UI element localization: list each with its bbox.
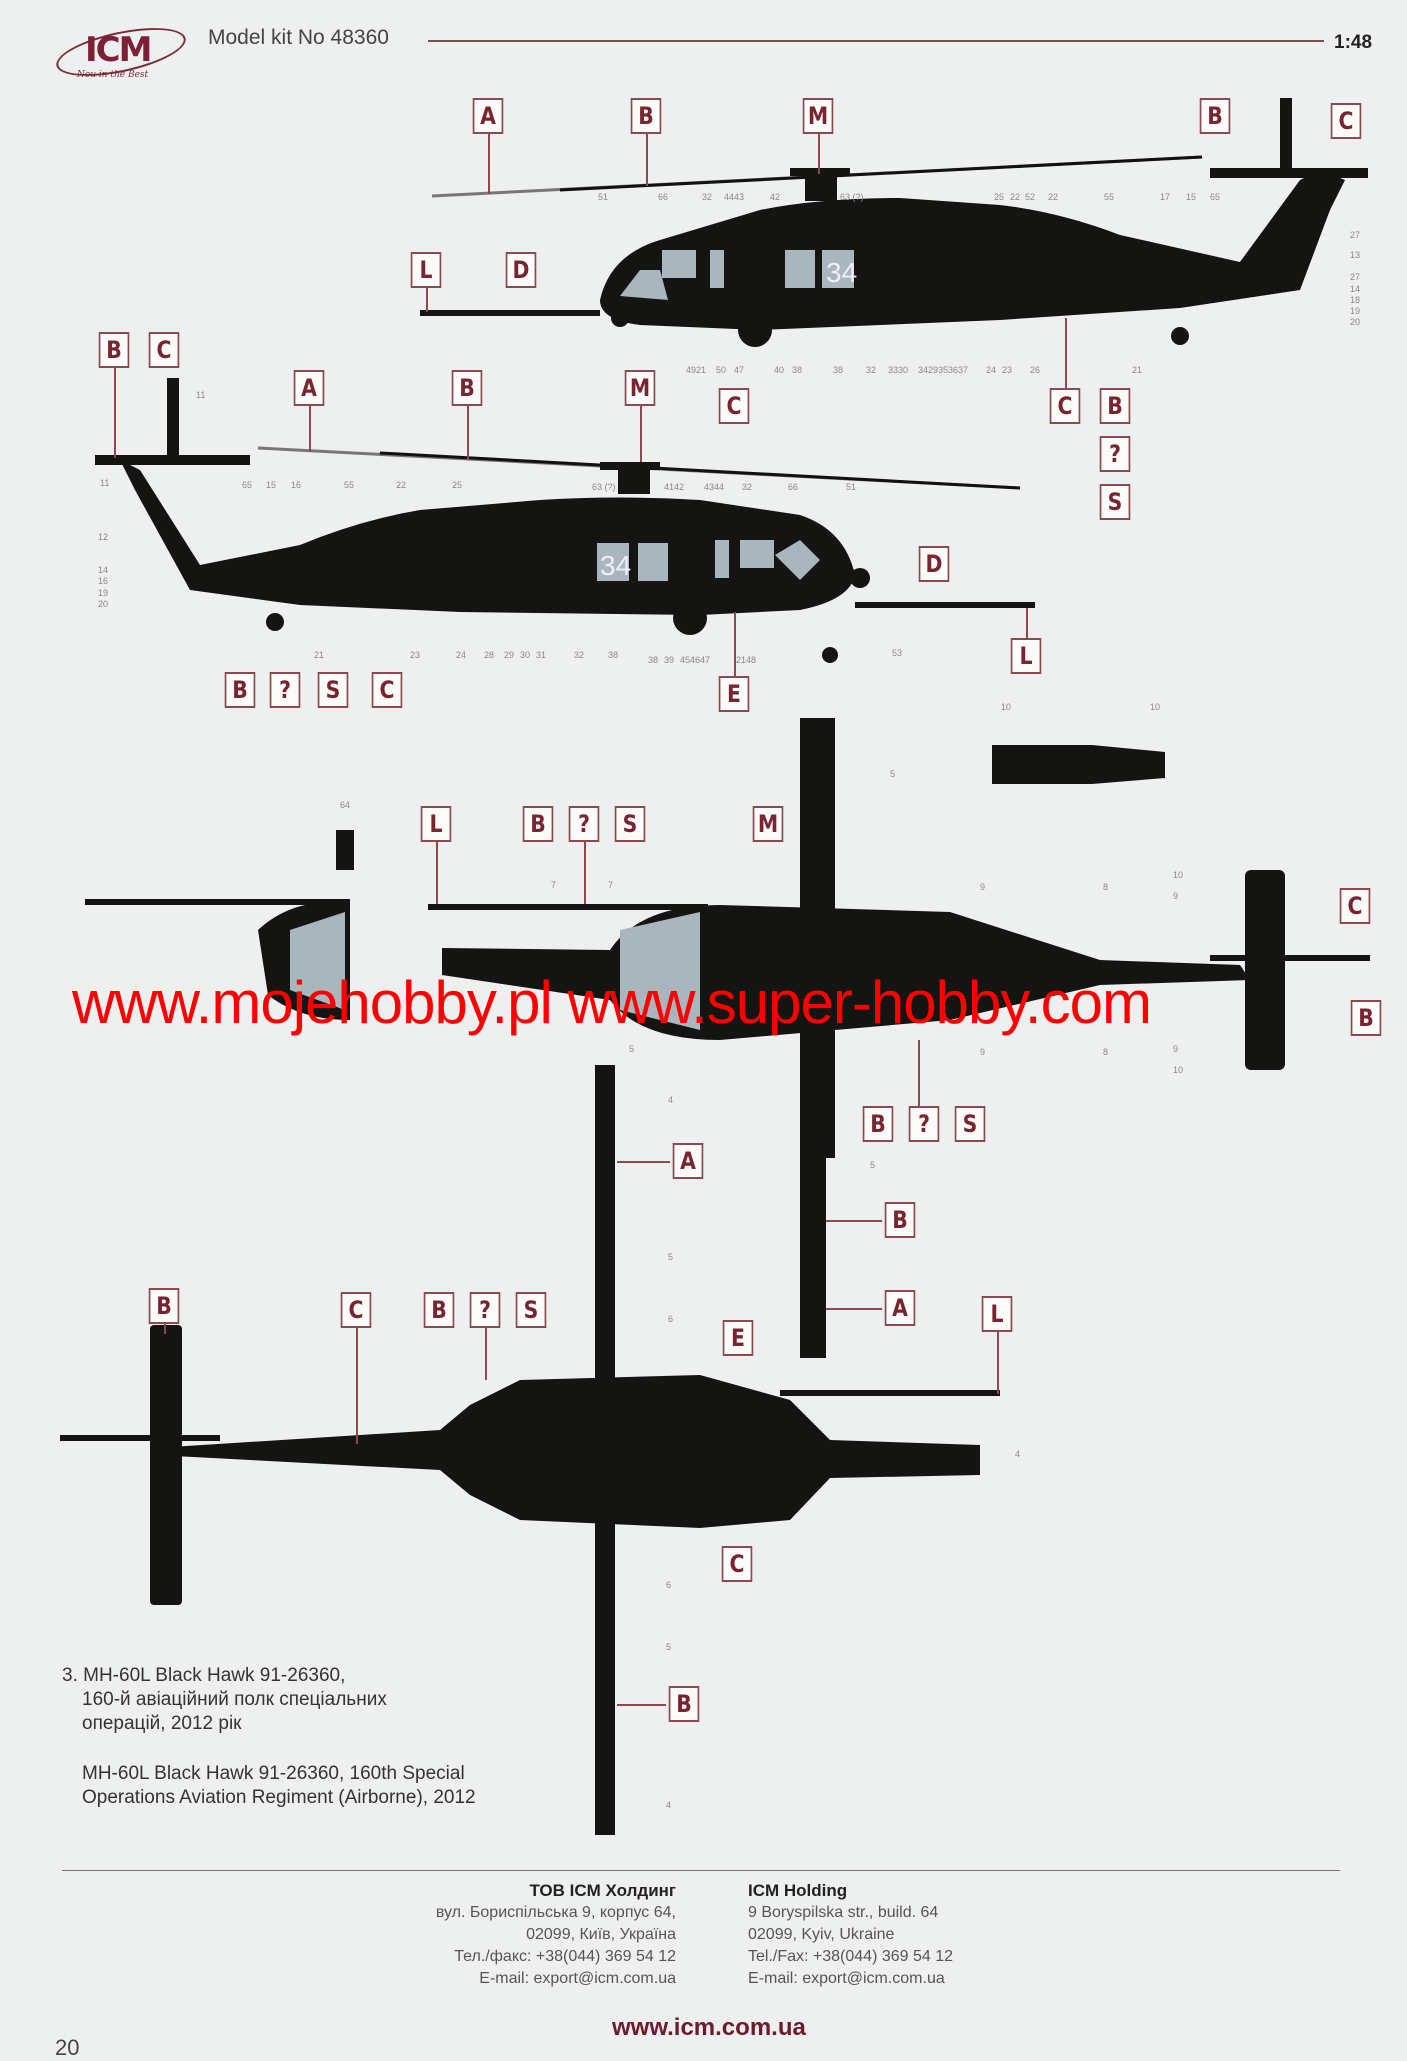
header-divider — [428, 40, 1324, 42]
callout-b-tail: B — [1199, 98, 1231, 134]
logo-text: ICM — [85, 30, 152, 70]
callout-b: B — [862, 1106, 894, 1142]
website-link[interactable]: www.icm.com.ua — [612, 2014, 806, 2041]
callout-b-tail: B — [98, 332, 130, 368]
callout-d: D — [918, 546, 950, 582]
callout-c: C — [718, 388, 750, 424]
aircraft-drawings: 34 34 — [60, 98, 1370, 1835]
footer-address-ua: ТОВ ICM Холдинг вул. Бориспільська 9, ко… — [435, 1881, 676, 1987]
callout-l: L — [981, 1296, 1013, 1332]
callout-s: S — [954, 1106, 986, 1142]
callout-b: B — [630, 98, 662, 134]
scheme-description-en: MH-60L Black Hawk 91-26360, 160th Specia… — [82, 1763, 476, 1808]
callout-d: D — [505, 252, 537, 288]
callout-a: A — [472, 98, 504, 134]
callout-b-tail: B — [1350, 1000, 1382, 1036]
callout-s: S — [317, 672, 349, 708]
kit-title: Model kit No 48360 — [208, 26, 389, 49]
callout-a: A — [672, 1143, 704, 1179]
callout-a: A — [884, 1290, 916, 1326]
callout-b: B — [1099, 388, 1131, 424]
callout-unknown: ? — [908, 1106, 940, 1142]
callout-c-tail: C — [148, 332, 180, 368]
callout-c-tail: C — [1330, 103, 1362, 139]
callout-e: E — [718, 676, 750, 712]
callout-c: C — [1049, 388, 1081, 424]
callout-l: L — [410, 252, 442, 288]
callout-b: B — [451, 370, 483, 406]
footer-divider — [62, 1870, 1340, 1871]
svg-text:34: 34 — [600, 550, 631, 581]
callout-l: L — [1010, 638, 1042, 674]
callout-b: B — [668, 1686, 700, 1722]
callout-s: S — [515, 1292, 547, 1328]
callout-c: C — [371, 672, 403, 708]
callout-unknown: ? — [1099, 436, 1131, 472]
left-side-view: 34 — [420, 98, 1368, 347]
callout-b: B — [884, 1202, 916, 1238]
callout-c-tail: C — [1339, 888, 1371, 924]
callout-l: L — [420, 806, 452, 842]
callout-c: C — [721, 1546, 753, 1582]
top-view — [85, 718, 1370, 1158]
callout-b: B — [522, 806, 554, 842]
callout-b-tail: B — [148, 1288, 180, 1324]
callout-unknown: ? — [269, 672, 301, 708]
callout-s: S — [1099, 484, 1131, 520]
callout-unknown: ? — [469, 1292, 501, 1328]
scheme-description-ua: 3. MH-60L Black Hawk 91-26360, 160-й аві… — [62, 1665, 387, 1734]
right-side-view: 34 — [95, 378, 1035, 870]
logo-tagline: Neu in the Best — [77, 70, 149, 80]
fuselage-number: 34 — [826, 257, 857, 288]
callout-m: M — [802, 98, 834, 134]
icm-logo: ICM Neu in the Best — [52, 18, 195, 86]
callout-e: E — [722, 1320, 754, 1356]
callout-unknown: ? — [568, 806, 600, 842]
watermark: www.mojehobby.pl www.super-hobby.com — [72, 969, 1152, 1036]
bottom-view — [60, 718, 1000, 1835]
callout-b: B — [224, 672, 256, 708]
callout-s: S — [614, 806, 646, 842]
callout-c: C — [340, 1292, 372, 1328]
callout-a: A — [293, 370, 325, 406]
callout-b: B — [423, 1292, 455, 1328]
footer-address-en: ICM Holding 9 Boryspilska str., build. 6… — [748, 1881, 954, 1987]
page-number: 20 — [55, 2035, 80, 2060]
scale-label: 1:48 — [1334, 32, 1373, 53]
callout-m: M — [752, 806, 784, 842]
callout-m: M — [624, 370, 656, 406]
